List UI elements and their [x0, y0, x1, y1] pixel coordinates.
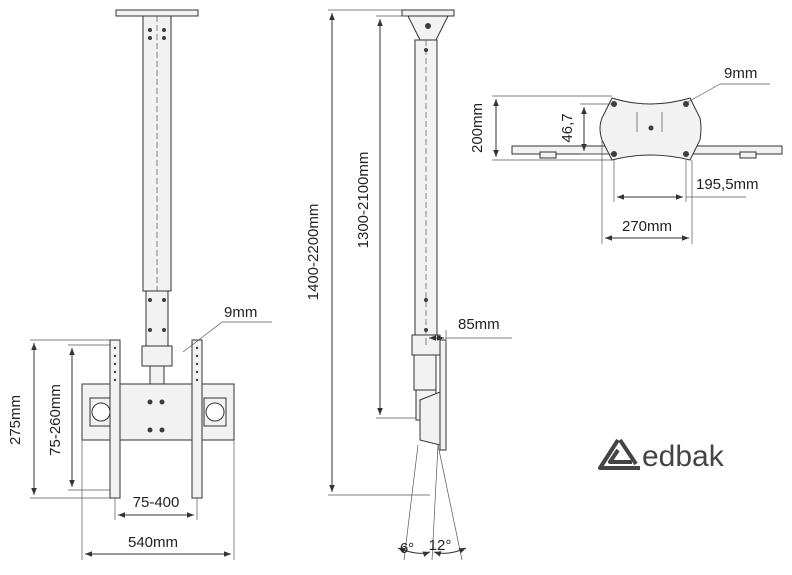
ceiling-height-label: 200mm [469, 103, 486, 153]
side-inner-pole [413, 354, 437, 391]
tilt-forward-label: 6° [400, 540, 414, 557]
front-vesa-horizontal-label: 75-400 [133, 494, 180, 511]
side-ceiling-plate [401, 9, 455, 17]
side-tv-bracket [439, 339, 447, 451]
front-ceiling-plate [115, 9, 199, 17]
edbak-logo: edbak [598, 438, 725, 473]
ceiling-plate-top-view: 200mm 46,7 9mm 195,5mm 270mm [469, 65, 783, 244]
side-depth-label: 85mm [458, 316, 500, 333]
ceiling-width-label: 270mm [622, 218, 672, 235]
edbak-logo-icon [598, 438, 640, 470]
side-pole-height-label: 1300-2100mm [355, 152, 372, 249]
ceiling-hole-label: 9mm [724, 65, 757, 82]
ceiling-offset-label: 195,5mm [696, 176, 759, 193]
side-view: 1400-2200mm 1300-2100mm 85mm 6° 12° [305, 9, 512, 561]
front-width-label: 540mm [128, 534, 178, 551]
front-view: 275mm 75-260mm 75-400 540mm 9mm [7, 9, 272, 560]
tilt-back-label: 12° [429, 537, 452, 554]
side-total-height-label: 1400-2200mm [305, 204, 322, 301]
front-hole-label: 9mm [224, 304, 257, 321]
front-height-label: 275mm [7, 395, 24, 445]
brand-name: edbak [642, 440, 725, 473]
ceiling-spacing-label: 46,7 [559, 113, 576, 142]
front-pole-joint [141, 345, 173, 367]
front-vesa-vertical-label: 75-260mm [47, 384, 64, 456]
